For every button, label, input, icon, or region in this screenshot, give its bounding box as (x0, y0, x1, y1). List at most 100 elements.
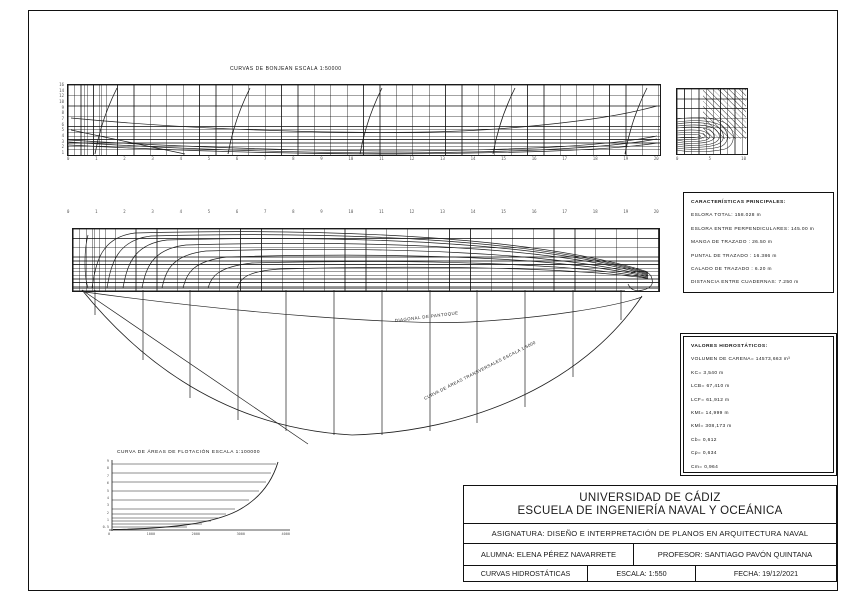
tick-label: 10 (59, 98, 64, 104)
tick-label: 0 (676, 156, 679, 161)
tick-label: 9 (320, 156, 323, 161)
tick-label: 15 (501, 209, 506, 214)
hydrostatic-curves (81, 289, 643, 445)
tick-label: 0 (108, 532, 111, 536)
tick-label: 0 (67, 209, 70, 214)
tick-label: 8 (292, 156, 295, 161)
sectional-areas-label: CURVA DE ÁREAS TRANSVERSALES ESCALA 1:50… (423, 340, 537, 401)
flotation-areas-plot (109, 460, 290, 531)
hydrostatics-title: VALORES HIDROSTÁTICOS: (691, 344, 768, 349)
bonjean-grid (67, 84, 661, 156)
characteristic-row: ESLORA ENTRE PERPENDICULARES: 145.00 m (691, 226, 815, 232)
drawing-title-cell: CURVAS HIDROSTÁTICAS (480, 569, 571, 578)
tick-label: 9 (61, 104, 64, 110)
tick-label: 16 (531, 156, 537, 161)
tick-label: 6 (106, 481, 109, 486)
tick-label: 5 (61, 127, 64, 133)
tick-label: 0.5 (102, 525, 109, 530)
title-block-subject-row: ASIGNATURA: DISEÑO E INTERPRETACIÓN DE P… (464, 523, 836, 543)
hydrostatic-row: LCF= 61,912 m (691, 397, 730, 403)
tick-label: 19 (623, 209, 629, 214)
tick-label: 7 (106, 473, 109, 478)
tick-label: 5 (207, 209, 211, 214)
tick-label: 1 (95, 209, 98, 214)
hydrostatic-row: KC= 3,540 m (691, 370, 724, 376)
date-cell: FECHA: 19/12/2021 (695, 566, 836, 581)
title-block: UNIVERSIDAD DE CÁDIZ ESCUELA DE INGENIER… (463, 485, 837, 582)
baseline-and-substations (72, 287, 658, 435)
characteristics-title: CARACTERÍSTICAS PRINCIPALES: (691, 200, 786, 205)
flotation-areas-chart: CURVA DE ÁREAS DE FLOTACIÓN ESCALA 1:100… (95, 448, 300, 548)
professor-cell: PROFESOR: SANTIAGO PAVÓN QUINTANA (633, 544, 836, 565)
halfbreadth-station-grid (73, 229, 659, 291)
tick-label: 2 (123, 156, 126, 161)
lines-plan-overlay: DIAGONAL DE PANTOQUE CURVA DE ÁREAS TRAN… (72, 231, 658, 445)
student-cell: ALUMNA: ELENA PÉREZ NAVARRETE (480, 550, 617, 559)
tick-label: 3 (151, 156, 154, 161)
tick-label: 4000 (281, 532, 290, 536)
tick-label: 20 (653, 156, 659, 161)
flotation-x-axis: 0 1000 2000 3000 4000 (108, 532, 290, 539)
tick-label: 4 (179, 156, 182, 161)
diagonal-pantoque-label: DIAGONAL DE PANTOQUE (395, 310, 459, 323)
tick-label: 18 (592, 209, 598, 214)
title-block-header-row: UNIVERSIDAD DE CÁDIZ ESCUELA DE INGENIER… (464, 486, 836, 523)
sheet-border (28, 10, 838, 591)
bonjean-curves-title: CURVAS DE BONJEAN ESCALA 1:50000 (230, 66, 342, 72)
characteristic-row: PUNTAL DE TRAZADO : 16.386 m (691, 253, 777, 259)
hydrostatic-row: Cm= 0,964 (691, 464, 719, 470)
hull-profile-curves (68, 105, 658, 155)
hydrostatic-values-box: VALORES HIDROSTÁTICOS: VOLUMEN DE CARENA… (680, 333, 837, 476)
hydrostatic-row: LCB= 67,410 m (691, 384, 730, 390)
tick-label: 12 (409, 156, 415, 161)
hydrostatic-row: VOLUMEN DE CARENA= 14573,663 m³ (691, 357, 791, 363)
tick-label: 2 (61, 144, 64, 150)
tick-label: 13 (440, 156, 445, 161)
tick-label: 8 (61, 110, 64, 116)
tick-label: 14 (470, 209, 476, 214)
sectional-area-curve (81, 289, 643, 436)
tick-label: 5 (207, 156, 211, 161)
tick-label: 16 (59, 82, 64, 87)
tick-label: 14 (59, 87, 64, 93)
tick-label: 12 (59, 93, 64, 99)
tick-label: 1 (61, 149, 64, 155)
tick-label: 20 (653, 209, 659, 214)
title-block-header-cell: UNIVERSIDAD DE CÁDIZ ESCUELA DE INGENIER… (464, 486, 836, 523)
subject-cell: ASIGNATURA: DISEÑO E INTERPRETACIÓN DE P… (491, 529, 809, 538)
tick-label: 2000 (191, 532, 201, 536)
tick-label: 4 (179, 209, 182, 214)
hydrostatic-row: Cb= 0,612 (691, 437, 717, 443)
tick-label: 1000 (146, 532, 156, 536)
flotation-axes (109, 460, 290, 531)
tick-label: 11 (378, 156, 384, 161)
tick-label: 8 (106, 466, 109, 471)
flotation-areas-title: CURVA DE ÁREAS DE FLOTACIÓN ESCALA 1:100… (117, 450, 261, 455)
hydrostatic-row: KMt= 14,999 m (691, 410, 729, 416)
tick-label: 1 (106, 518, 109, 522)
title-block-people-row: ALUMNA: ELENA PÉREZ NAVARRETE PROFESOR: … (464, 543, 836, 565)
characteristic-row: ESLORA TOTAL: 158.028 m (691, 213, 761, 219)
tick-label: 12 (409, 209, 415, 214)
tick-label: 13 (440, 209, 445, 214)
tick-label: 2 (106, 510, 109, 515)
pantoque-diagonal-curve (84, 291, 643, 323)
bonjean-section-curves (94, 87, 648, 155)
tick-label: 10 (741, 156, 746, 161)
tick-label: 4 (106, 495, 109, 500)
tick-label: 15 (501, 156, 506, 161)
body-plan-section-curves (676, 117, 734, 153)
tick-label: 10 (348, 156, 354, 161)
university-name: UNIVERSIDAD DE CÁDIZ (579, 492, 721, 504)
hydrostatic-row: Cp= 0,634 (691, 451, 717, 457)
characteristic-row: MANGA DE TRAZADO : 26.50 m (691, 240, 773, 246)
tick-label: 7 (263, 209, 267, 214)
tick-label: 9 (106, 459, 109, 463)
tick-label: 3000 (236, 532, 246, 536)
tick-label: 7 (61, 115, 64, 121)
